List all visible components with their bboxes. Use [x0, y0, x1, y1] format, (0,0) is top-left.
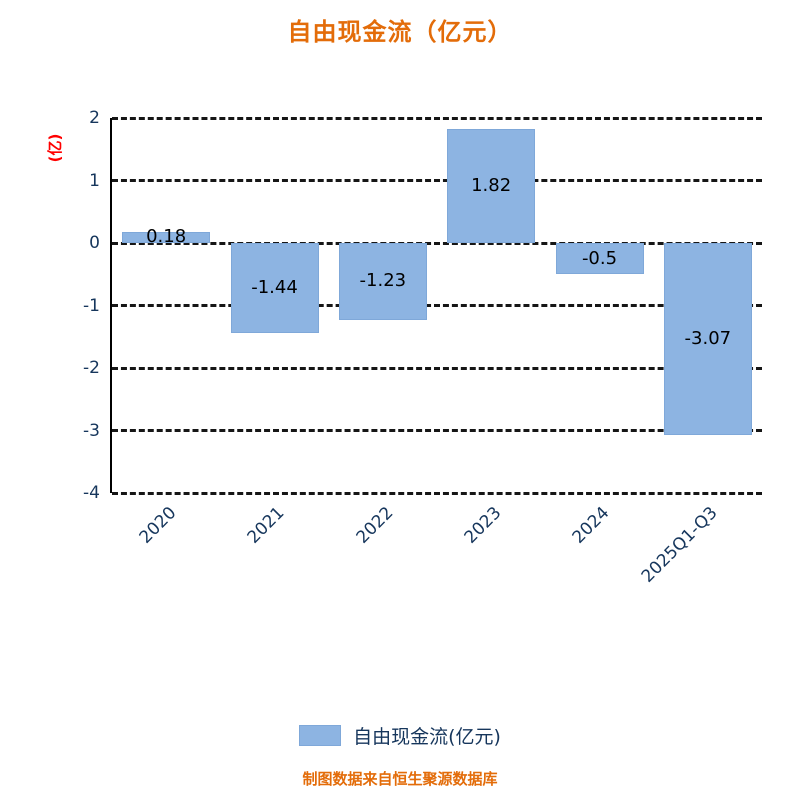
x-tick-label: 2023: [460, 503, 506, 548]
bar: [447, 129, 536, 243]
source-note: 制图数据来自恒生聚源数据库: [302, 770, 498, 788]
y-tick-label: -2: [83, 358, 100, 378]
gridline: [112, 491, 762, 495]
bar: [122, 231, 211, 243]
bar-value-label: -3.07: [684, 327, 732, 349]
legend-label: 自由现金流(亿元): [353, 725, 501, 748]
y-tick-label: -4: [83, 483, 100, 503]
bar: [230, 243, 319, 333]
bar-value-label: 1.82: [471, 175, 512, 197]
x-tick-label: 2022: [352, 503, 397, 548]
y-tick-label: 1: [89, 170, 100, 191]
legend: 自由现金流(亿元): [0, 723, 800, 748]
plot-area: 2 1 0 -1 -2 -3 -4 0.18 2020 -1.44 2021 -1.23 2022 1.8…: [83, 108, 762, 587]
y-tick-label: -1: [83, 295, 100, 316]
gridline: [112, 179, 762, 182]
bar-value-label: 0.18: [146, 226, 187, 248]
bar: [663, 243, 752, 435]
bar-value-label: -1.44: [251, 277, 298, 298]
x-tick-label: 2025Q1-Q3: [638, 503, 722, 587]
bar-value-label: -1.23: [359, 270, 407, 292]
gridline: [112, 366, 762, 370]
bar-value-label: -0.5: [581, 247, 618, 269]
bar: [555, 243, 644, 275]
y-tick-label: 0: [89, 233, 100, 253]
y-tick-label: -3: [83, 420, 100, 441]
x-tick-label: 2021: [243, 503, 289, 548]
bar: [338, 243, 427, 320]
gridline: [112, 304, 762, 307]
x-tick-label: 2024: [568, 503, 614, 548]
x-tick-label: 2020: [135, 503, 181, 548]
gridline: [112, 241, 762, 245]
chart-title: 自由现金流（亿元）: [287, 18, 513, 46]
gridline: [112, 429, 762, 432]
legend-swatch: [299, 724, 342, 746]
y-tick-label: 2: [89, 108, 100, 128]
gridline: [112, 116, 762, 120]
